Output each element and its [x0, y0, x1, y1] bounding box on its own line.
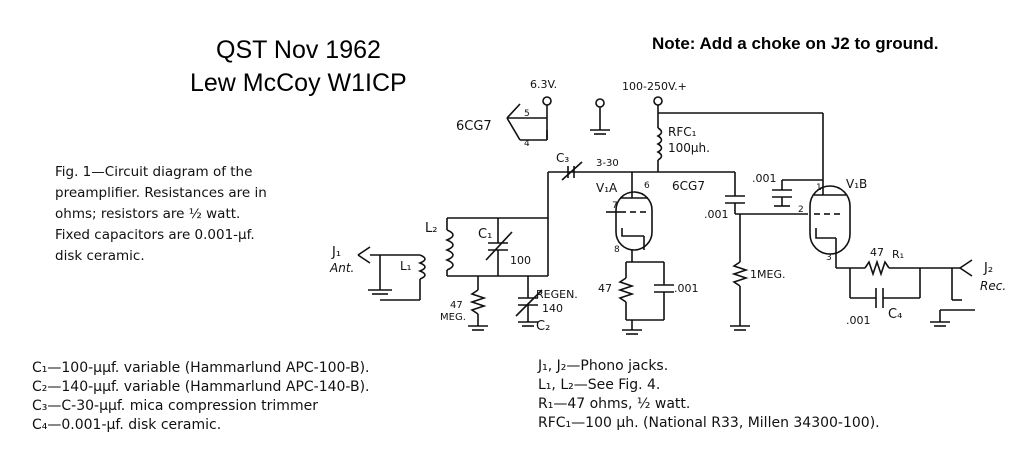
- parts-item: C₁—100-µµf. variable (Hammarlund APC-100…: [32, 360, 370, 376]
- ant-label: Ant.: [329, 261, 354, 275]
- l1-coil: [417, 254, 426, 280]
- regen-value-label: 140: [542, 302, 563, 315]
- r47-grid-unit-label: MEG.: [440, 312, 466, 323]
- pin7-label: 7: [612, 201, 618, 211]
- parts-list-left: C₁—100-µµf. variable (Hammarlund APC-100…: [32, 359, 370, 435]
- pin1-label: 1: [816, 183, 822, 193]
- parts-item: C₄—0.001-µf. disk ceramic.: [32, 417, 222, 433]
- rec-label: Rec.: [980, 279, 1006, 293]
- parts-list-right: J₁, J₂—Phono jacks. L₁, L₂—See Fig. 4. R…: [538, 357, 880, 433]
- r1meg-label: 1MEG.: [750, 268, 785, 281]
- figure-caption: Fig. 1—Circuit diagram of the preamplifi…: [55, 162, 307, 267]
- cap-001-d-label: .001: [846, 314, 871, 327]
- caption-line: Fixed capacitors are 0.001-µf.: [55, 227, 255, 243]
- tube-type-label: 6CG7: [672, 179, 705, 193]
- rfc-value-label: 100µh.: [668, 141, 710, 155]
- supply-6v-label: 6.3V.: [530, 78, 557, 91]
- supply-b-plus-label: 100-250V.+: [622, 80, 687, 93]
- parts-item: RFC₁—100 µh. (National R33, Millen 34300…: [538, 415, 880, 431]
- rfc-coil: [656, 127, 663, 161]
- parts-item: C₃—C-30-µµf. mica compression trimmer: [32, 398, 318, 414]
- r47-grid-label: 47: [450, 300, 463, 311]
- cap-001-b-label: .001: [704, 208, 729, 221]
- v1b-tube: [809, 185, 851, 255]
- caption-line: ohms; resistors are ½ watt.: [55, 206, 241, 222]
- pin8-label: 8: [614, 245, 620, 255]
- parts-item: R₁—47 ohms, ½ watt.: [538, 396, 691, 412]
- cap-001-a-label: .001: [752, 172, 777, 185]
- v1a-label: V₁A: [596, 181, 618, 195]
- c3-value-label: 3-30: [596, 158, 619, 169]
- heater-tube-label: 6CG7: [456, 119, 492, 134]
- pin3-label: 3: [826, 253, 832, 263]
- caption-line: Fig. 1—Circuit diagram of the: [55, 164, 253, 180]
- c1-value-label: 100: [510, 254, 531, 267]
- choke-note: Note: Add a choke on J2 to ground.: [652, 34, 939, 53]
- c2-label: C₂: [536, 319, 550, 334]
- title-line-2: Lew McCoy W1ICP: [190, 69, 407, 97]
- parts-item: L₁, L₂—See Fig. 4.: [538, 377, 661, 393]
- l2-label: L₂: [425, 221, 437, 236]
- pin2-label: 2: [798, 205, 804, 215]
- caption-line: disk ceramic.: [55, 248, 145, 264]
- r1-value-label: 47: [870, 246, 884, 259]
- b-plus-terminal: [653, 96, 663, 106]
- pin4-label: 4: [524, 139, 530, 149]
- c4-label: C₄: [888, 307, 902, 322]
- schematic-wiring: [357, 96, 975, 335]
- pin5-label: 5: [524, 109, 530, 119]
- c3-label: C₃: [556, 151, 569, 165]
- regen-label: REGEN.: [536, 288, 578, 301]
- v1a-tube: [615, 191, 653, 251]
- r47-cathode-label: 47: [598, 282, 612, 295]
- caption-line: preamplifier. Resistances are in: [55, 185, 267, 201]
- v1b-label: V₁B: [846, 177, 867, 191]
- l1-label: L₁: [400, 259, 412, 273]
- c1-label: C₁: [478, 227, 492, 242]
- rfc-label: RFC₁: [668, 125, 697, 139]
- j1-label: J₁: [331, 245, 341, 260]
- schematic-labels: 6.3V. 100-250V.+ 6CG7 5 4 RFC₁ 100µh. C₃…: [329, 78, 1006, 334]
- cap-001-c-label: .001: [674, 282, 699, 295]
- title-line-1: QST Nov 1962: [216, 36, 381, 64]
- parts-item: C₂—140-µµf. variable (Hammarlund APC-140…: [32, 379, 370, 395]
- j2-label: J₂: [983, 261, 993, 276]
- r1-label: R₁: [892, 248, 904, 261]
- parts-item: J₁, J₂—Phono jacks.: [538, 358, 669, 374]
- pin6-label: 6: [644, 181, 650, 191]
- l2-coil: [444, 229, 454, 271]
